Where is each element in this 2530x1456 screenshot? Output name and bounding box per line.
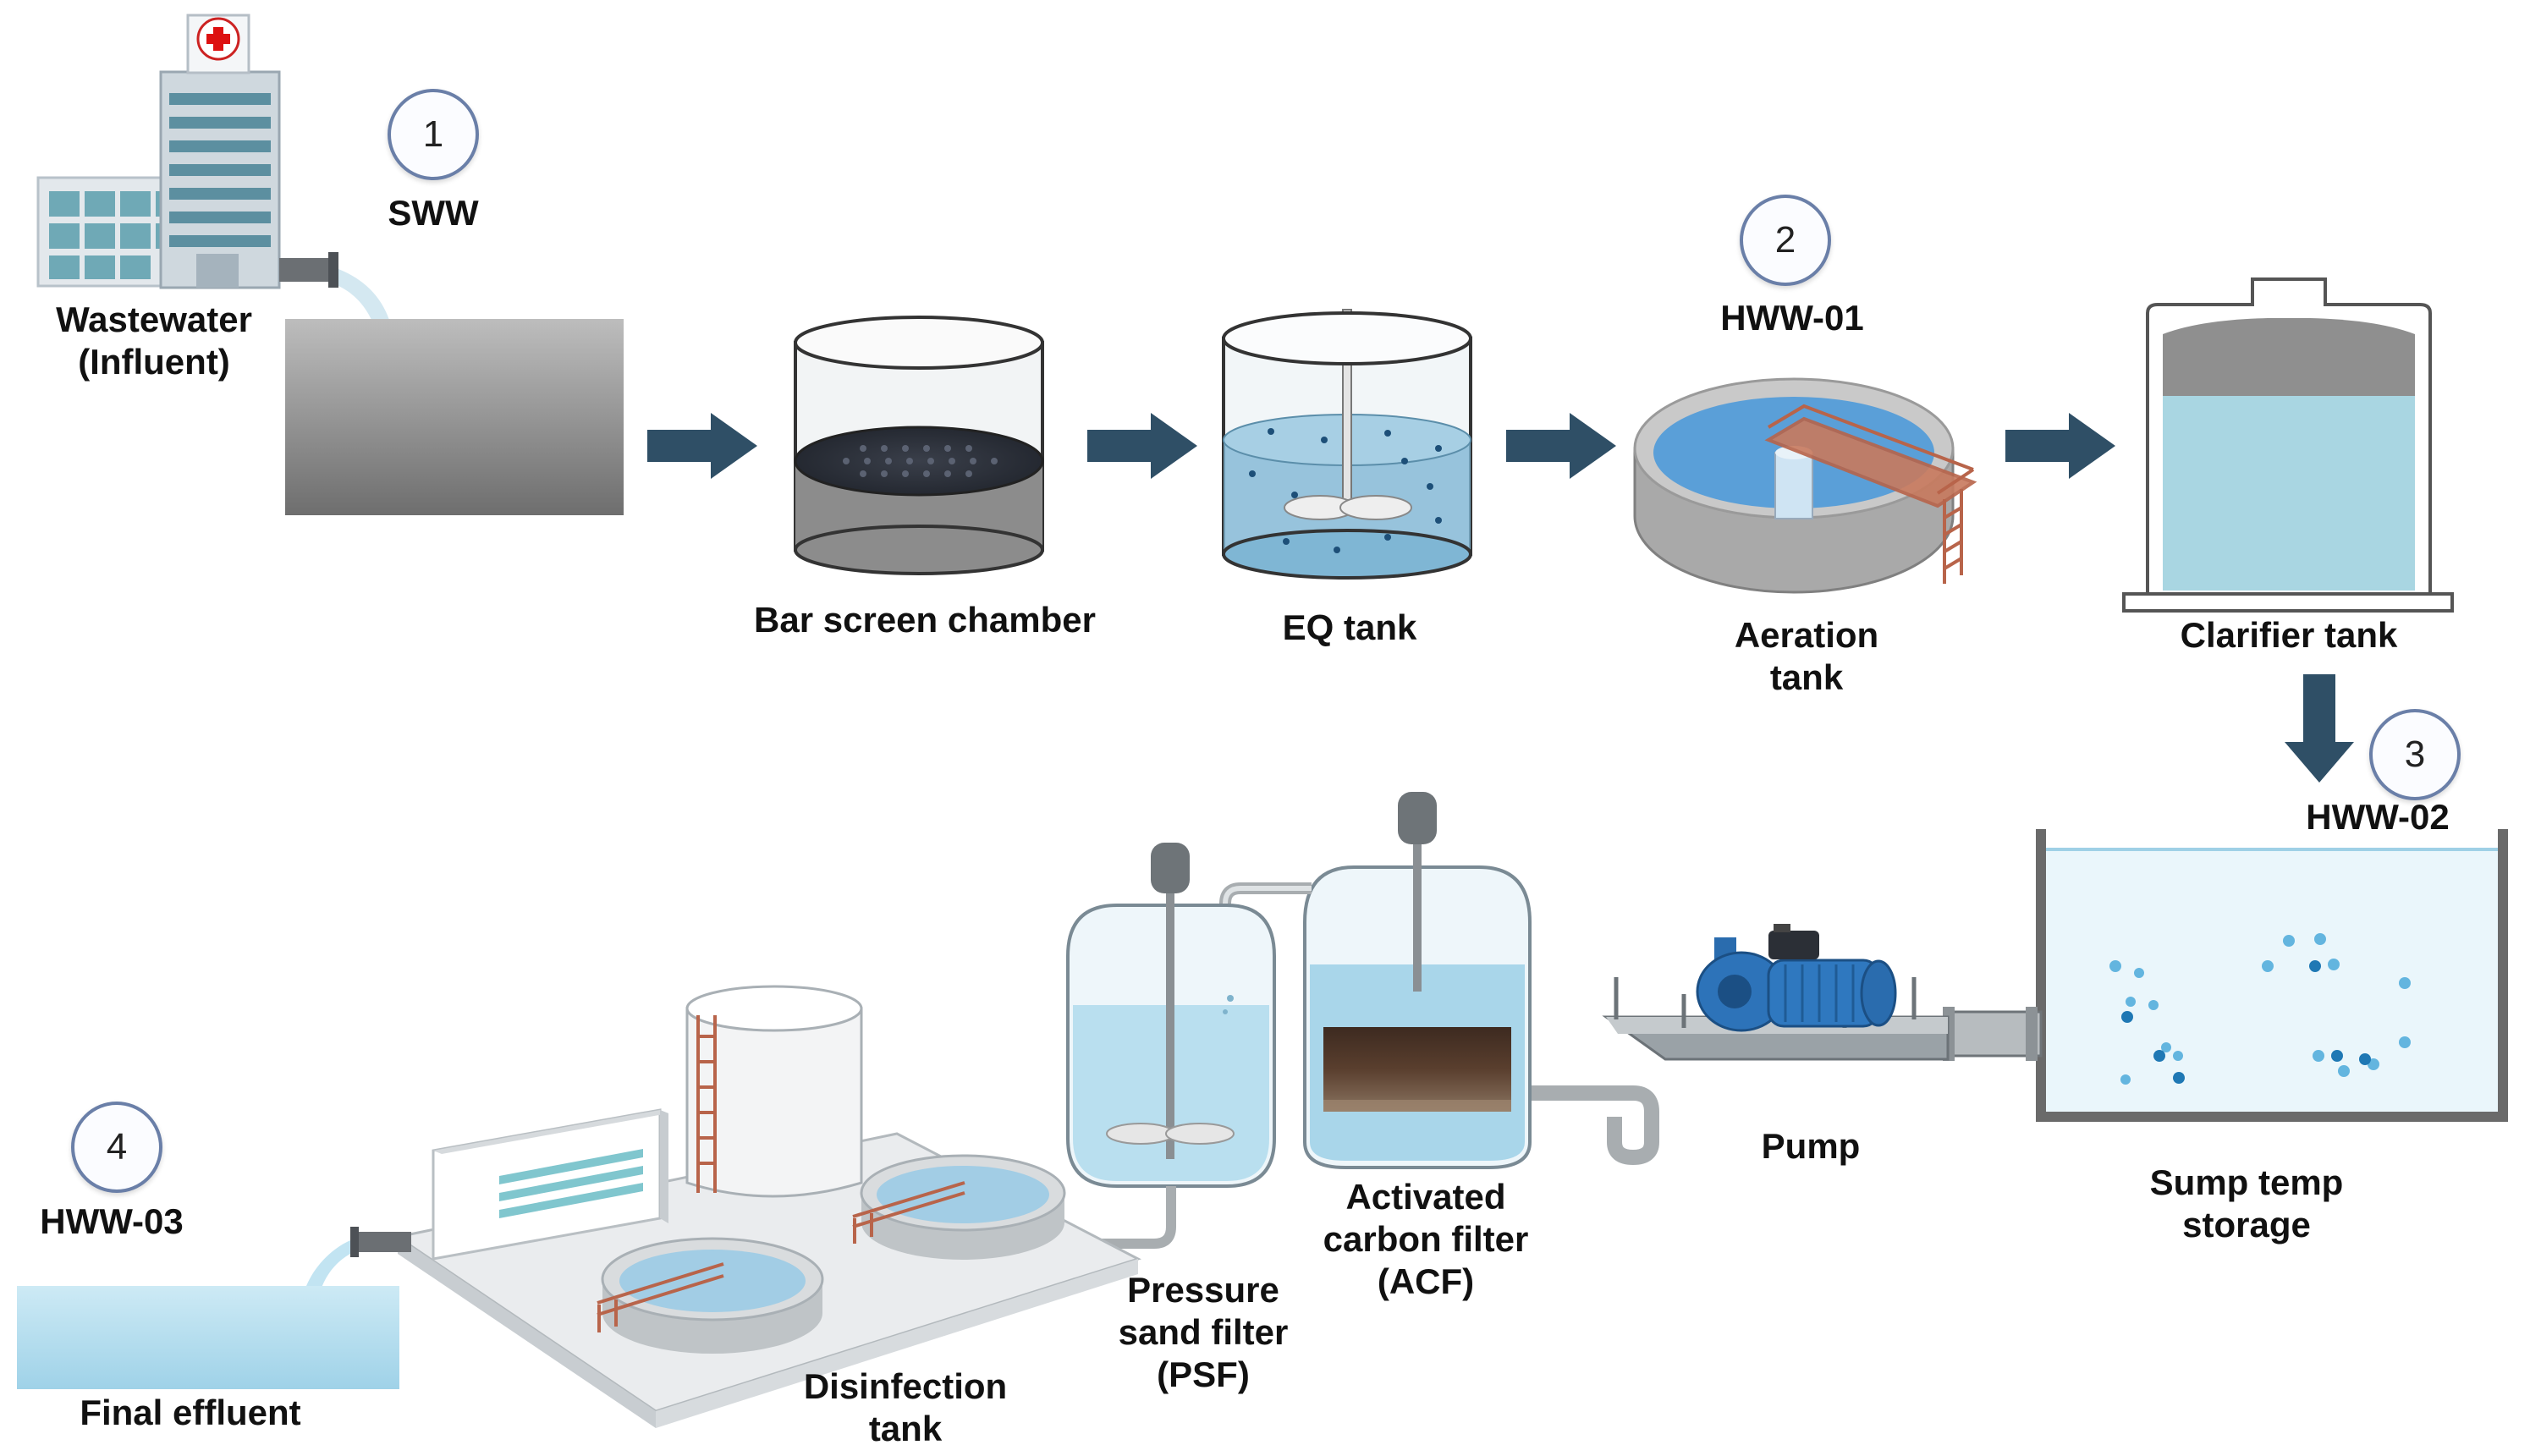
label-psf: Pressure sand filter (PSF)	[1118, 1270, 1289, 1394]
label-clarifier-tank: Clarifier tank	[2180, 615, 2398, 655]
flow-arrow-icon	[1506, 413, 1616, 479]
sampling-code-sww: SWW	[388, 193, 479, 233]
sampling-point-badge-3: 3	[2369, 709, 2461, 800]
pipe	[1943, 1007, 2043, 1061]
pipe	[1532, 1085, 1659, 1166]
label-disinfection-tank: Disinfection tank	[803, 1366, 1008, 1448]
pump-icon	[1602, 924, 1950, 1061]
hospital-icon	[36, 14, 389, 321]
label-wastewater: Wastewater (Influent)	[56, 299, 252, 382]
clarifier-tank	[2122, 277, 2454, 613]
activated-carbon-filter	[1303, 792, 1532, 1169]
label-eq-tank: EQ tank	[1282, 607, 1417, 647]
sampling-code-hww-01: HWW-01	[1720, 298, 1864, 338]
label-pump: Pump	[1761, 1126, 1861, 1166]
sump-temp-storage	[2036, 829, 2508, 1122]
sampling-code-hww-03: HWW-03	[40, 1201, 184, 1241]
label-sump-temp-storage: Sump temp storage	[2149, 1162, 2344, 1244]
flow-arrow-icon	[2005, 413, 2115, 479]
flow-arrow-icon	[647, 413, 757, 479]
eq-tank	[1222, 309, 1472, 580]
sampling-point-badge-4: 4	[71, 1102, 162, 1193]
pressure-sand-filter	[1066, 843, 1276, 1249]
label-final-effluent: Final effluent	[80, 1393, 301, 1432]
label-bar-screen-chamber: Bar screen chamber	[754, 600, 1096, 640]
final-effluent-pool	[17, 1286, 399, 1389]
disinfection-tank	[306, 985, 1141, 1428]
label-aeration-tank: Aeration tank	[1734, 615, 1879, 697]
bar-screen-chamber	[794, 316, 1044, 575]
flow-arrow-icon	[2285, 674, 2354, 783]
sampling-point-badge-1: 1	[388, 89, 479, 180]
aeration-tank	[1633, 377, 1977, 594]
sampling-point-badge-2: 2	[1740, 195, 1831, 286]
sampling-code-hww-02: HWW-02	[2306, 797, 2450, 837]
influent-tank	[285, 319, 624, 515]
label-acf: Activated carbon filter (ACF)	[1323, 1177, 1529, 1301]
flow-arrow-icon	[1087, 413, 1197, 479]
